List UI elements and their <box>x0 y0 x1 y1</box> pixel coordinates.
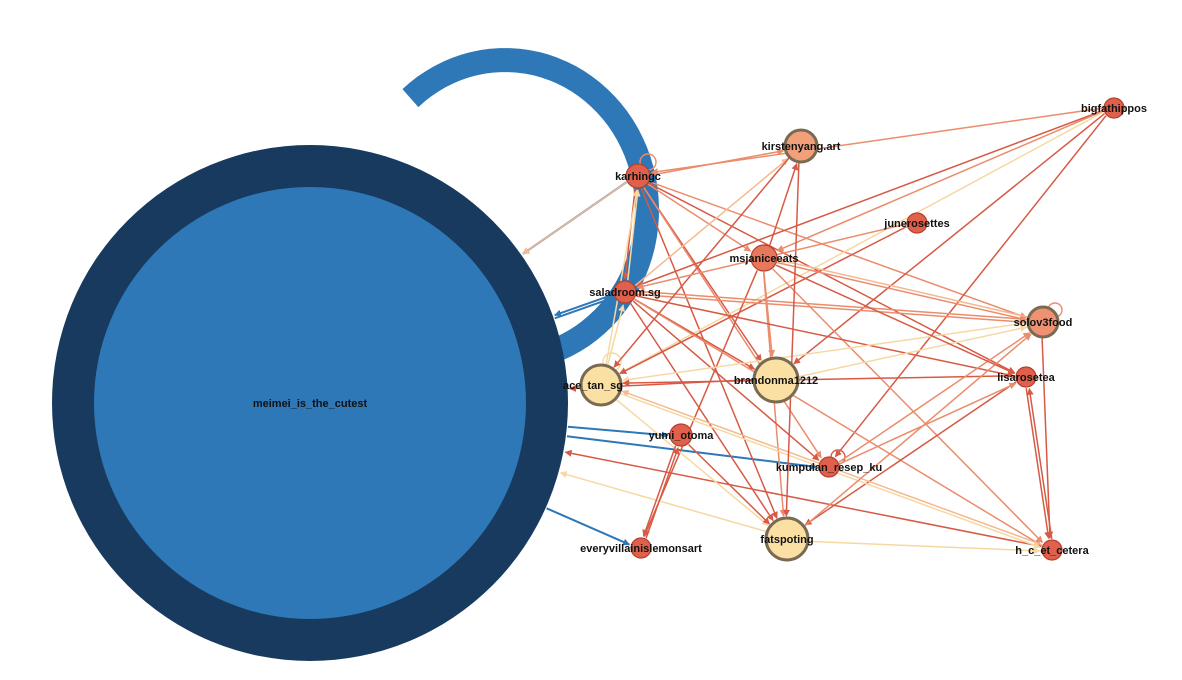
edge-meimei-to-everyvillain <box>546 507 631 546</box>
edge-saladroom-to-fatspoting <box>629 302 774 522</box>
edge-lisarosetea-to-h_c_et_cetera <box>1025 387 1052 540</box>
edge-karhingc-to-fatspoting <box>640 188 778 519</box>
edge-solov3food-to-grace_tan <box>621 322 1028 383</box>
node-kumpulan[interactable] <box>818 456 840 478</box>
edge-meimei-to-saladroom <box>554 296 614 320</box>
node-grace_tan[interactable] <box>579 363 623 407</box>
node-yumi_otoma[interactable] <box>669 423 693 447</box>
edge-fatspoting-to-h_c_et_cetera <box>808 540 1041 555</box>
edge-saladroom-to-kirstenyang <box>634 158 789 287</box>
edge-everyvillain-to-yumi_otoma <box>645 447 680 539</box>
edge-msjaniceeats-to-solov3food <box>777 261 1027 322</box>
edge-kumpulan-to-solov3food <box>838 332 1031 463</box>
node-h_c_et_cetera[interactable] <box>1041 539 1063 561</box>
edge-bigfathippos-to-karhingc <box>650 107 1104 176</box>
edge-saladroom-to-lisarosetea <box>636 295 1015 379</box>
edge-kumpulan-to-lisarosetea <box>839 382 1017 465</box>
edge-karhingc-to-kumpulan <box>643 187 822 459</box>
edge-bigfathippos-to-saladroom <box>635 109 1104 288</box>
edge-h_c_et_cetera-to-lisarosetea <box>1026 387 1053 540</box>
edge-bigfathippos-to-msjaniceeats <box>776 110 1104 252</box>
node-bigfathippos[interactable] <box>1103 97 1125 119</box>
nodes-layer <box>52 97 1125 661</box>
edge-bigfathippos-to-brandonma <box>793 113 1105 365</box>
edge-yumi_otoma-to-fatspoting <box>687 443 771 525</box>
node-meimei[interactable] <box>94 187 526 619</box>
edge-msjaniceeats-to-kirstenyang <box>769 162 799 246</box>
edge-grace_tan-to-fatspoting <box>615 398 769 527</box>
node-brandonma[interactable] <box>752 356 800 404</box>
edge-fatspoting-to-solov3food <box>804 333 1032 527</box>
edge-meimei-to-yumi_otoma <box>567 425 669 439</box>
edge-solov3food-to-saladroom <box>637 288 1028 321</box>
edge-solov3food-to-h_c_et_cetera <box>1041 337 1054 539</box>
edge-fatspoting-to-meimei <box>559 471 767 533</box>
edge-msjaniceeats-to-h_c_et_cetera <box>772 268 1044 544</box>
edge-saladroom-to-karhingc <box>627 189 641 281</box>
node-everyvillain[interactable] <box>630 537 652 559</box>
edge-msjaniceeats-to-brandonma <box>763 272 776 357</box>
edge-karhingc-to-meimei <box>522 181 627 255</box>
node-msjaniceeats[interactable] <box>750 244 778 272</box>
edges-layer <box>522 107 1107 555</box>
node-lisarosetea[interactable] <box>1015 366 1037 388</box>
edge-brandonma-to-solov3food <box>798 325 1028 378</box>
node-fatspoting[interactable] <box>764 516 810 562</box>
edge-saladroom-to-solov3food <box>636 293 1027 326</box>
node-solov3food[interactable] <box>1026 305 1060 339</box>
edge-lisarosetea-to-grace_tan <box>622 374 1016 387</box>
node-karhingc[interactable] <box>625 163 651 189</box>
edge-msjaniceeats-to-lisarosetea <box>775 264 1016 375</box>
self-loop-meimei <box>402 48 659 372</box>
edge-kirstenyang-to-fatspoting <box>783 162 800 517</box>
edge-yumi_otoma-to-everyvillain <box>642 445 677 537</box>
edge-bigfathippos-to-grace_tan <box>618 111 1104 374</box>
edge-grace_tan-to-karhingc <box>605 189 640 365</box>
edge-karhingc-to-saladroom <box>622 188 636 280</box>
edge-meimei-to-kumpulan <box>566 435 818 470</box>
edge-solov3food-to-msjaniceeats <box>778 257 1028 318</box>
node-saladroom[interactable] <box>613 280 637 304</box>
edge-karhingc-to-solov3food <box>649 181 1028 319</box>
edge-saladroom-to-h_c_et_cetera <box>634 298 1042 546</box>
edge-h_c_et_cetera-to-meimei <box>564 449 1042 548</box>
edge-kirstenyang-to-grace_tan <box>613 157 790 368</box>
edge-karhingc-to-lisarosetea <box>648 182 1016 374</box>
edge-saladroom-to-meimei <box>554 293 614 317</box>
node-junerosettes[interactable] <box>906 212 928 234</box>
node-kirstenyang[interactable] <box>783 128 819 164</box>
edge-bigfathippos-to-kumpulan <box>834 115 1107 458</box>
edge-grace_tan-to-saladroom <box>606 304 626 366</box>
edge-karhingc-to-msjaniceeats <box>647 183 752 252</box>
edge-lisarosetea-to-fatspoting <box>804 381 1017 526</box>
